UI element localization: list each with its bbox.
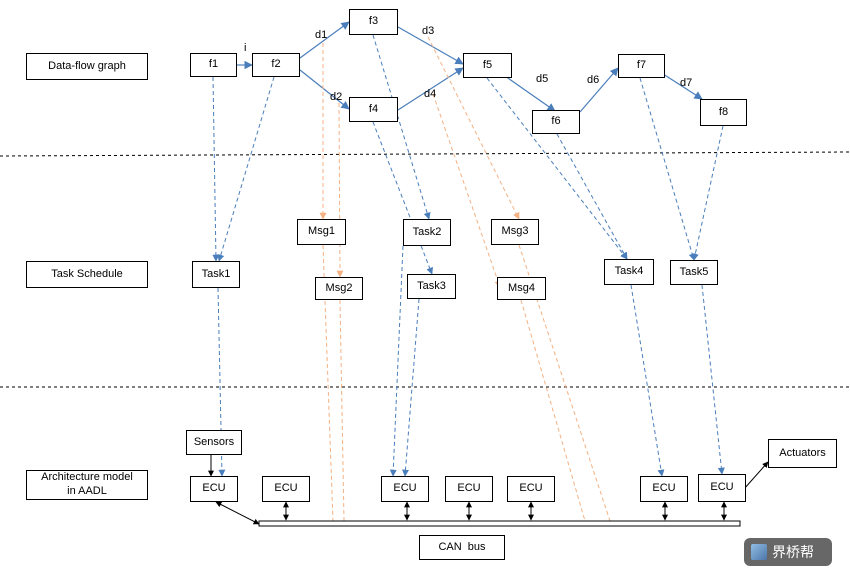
- edge-label-d5: d5: [536, 73, 549, 85]
- watermark-logo-icon: [751, 544, 767, 560]
- layer-label-dataflow: Data-flow graph: [26, 53, 148, 80]
- map-f2-task1: [217, 76, 275, 262]
- edge-f2-f4: [299, 69, 350, 110]
- watermark: 界桥帮: [744, 538, 832, 566]
- map-f7-task5: [639, 77, 696, 261]
- edge-label-d2: d2: [330, 91, 343, 103]
- map-f1-task1: [212, 76, 220, 262]
- function-node-f6: f6: [532, 110, 580, 134]
- map-f3-task2: [372, 34, 431, 220]
- ecu-bus-link-1: [215, 501, 260, 525]
- map-f4-task3: [372, 121, 433, 275]
- map-d2-msg2: [336, 102, 344, 278]
- ecu-node-7: ECU: [698, 474, 746, 502]
- map-task4-ecu: [630, 284, 665, 477]
- map-f8-task5: [691, 125, 724, 261]
- message-node-3: Msg3: [491, 219, 539, 245]
- edge-label-d4: d4: [424, 88, 437, 100]
- ecu-node-4: ECU: [445, 476, 493, 502]
- function-node-f1: f1: [190, 53, 237, 77]
- ecu-node-1: ECU: [190, 476, 238, 502]
- edge-label-d3: d3: [422, 25, 435, 37]
- message-node-2: Msg2: [315, 277, 363, 300]
- message-node-1: Msg1: [297, 219, 346, 245]
- edge-f5-f6: [504, 75, 556, 112]
- task-node-3: Task3: [407, 274, 456, 299]
- map-d3-msg3: [427, 36, 520, 220]
- map-d4-msg4: [432, 93, 502, 288]
- separator-top: [0, 151, 850, 157]
- edge-f7-f8: [659, 71, 703, 100]
- message-node-4: Msg4: [497, 277, 546, 300]
- task-node-1: Task1: [192, 261, 240, 288]
- function-node-f4: f4: [349, 97, 398, 122]
- map-task5-ecu: [701, 284, 725, 475]
- edge-label-d1: d1: [315, 29, 328, 41]
- map-f6-task4: [556, 133, 628, 260]
- can-bus-bar: [258, 520, 741, 527]
- edge-f4-f5: [397, 67, 464, 111]
- function-node-f8: f8: [700, 99, 747, 126]
- ecu-node-2: ECU: [262, 476, 310, 502]
- layer-label-schedule: Task Schedule: [26, 261, 148, 288]
- ecu-node-5: ECU: [507, 476, 555, 502]
- map-task2-ecu: [389, 245, 404, 477]
- sensors-node: Sensors: [186, 430, 242, 455]
- edge-label-d7: d7: [680, 77, 693, 89]
- actuators-node: Actuators: [768, 439, 837, 468]
- function-node-f3: f3: [349, 9, 398, 35]
- layer-label-architecture: Architecture model in AADL: [26, 470, 148, 500]
- msg4-bus: [520, 299, 586, 522]
- function-node-f2: f2: [252, 53, 300, 77]
- task-node-5: Task5: [670, 260, 718, 285]
- function-node-f7: f7: [618, 54, 665, 78]
- function-node-f5: f5: [463, 53, 512, 78]
- edge-label-d6: d6: [587, 74, 600, 86]
- can-bus-label: CAN bus: [419, 535, 505, 560]
- edge-f3-f5: [397, 26, 464, 65]
- edge-label-i: i: [244, 42, 247, 54]
- ecu-to-actuators: [743, 461, 769, 490]
- edge-f2-f3: [299, 21, 350, 59]
- map-task3-ecu: [402, 298, 420, 477]
- ecu-node-6: ECU: [640, 476, 688, 502]
- ecu-node-3: ECU: [381, 476, 429, 502]
- map-f5-task4: [486, 77, 628, 260]
- msg2-bus: [339, 299, 345, 522]
- task-node-4: Task4: [604, 259, 654, 285]
- watermark-text: 界桥帮: [772, 544, 814, 560]
- edge-f6-f7: [579, 67, 619, 113]
- task-node-2: Task2: [403, 219, 451, 246]
